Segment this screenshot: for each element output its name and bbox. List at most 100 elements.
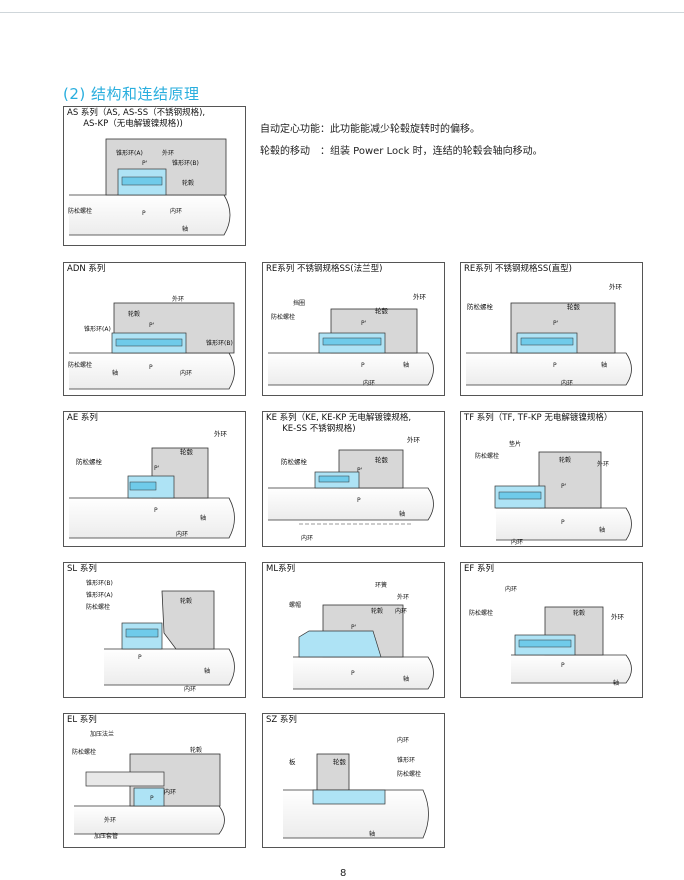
- svg-text:锥形环(A): 锥形环(A): [116, 149, 143, 157]
- svg-text:轮毂: 轮毂: [182, 179, 194, 187]
- svg-text:垫片: 垫片: [509, 440, 521, 448]
- svg-text:内环: 内环: [301, 534, 313, 542]
- svg-text:外环: 外环: [609, 282, 623, 291]
- sl-diagram: P 锥形环(B) 锥形环(A) 防松螺栓 轮毂 轴 内环: [86, 579, 235, 693]
- svg-text:内环: 内环: [561, 379, 573, 387]
- svg-text:P: P: [154, 507, 158, 514]
- svg-text:防松螺栓: 防松螺栓: [469, 609, 493, 617]
- svg-text:防松螺栓: 防松螺栓: [68, 361, 92, 369]
- svg-text:锥形环(B): 锥形环(B): [172, 159, 199, 167]
- svg-text:轮毂: 轮毂: [573, 609, 585, 617]
- svg-text:外环: 外环: [407, 435, 421, 444]
- svg-text:轮毂: 轮毂: [559, 456, 571, 464]
- ae-diagram: P'P 外环 防松螺栓 轮毂 轴 内环: [69, 429, 235, 539]
- page-header-rule: [0, 0, 684, 13]
- svg-text:挡圈: 挡圈: [293, 299, 305, 307]
- svg-text:防松螺栓: 防松螺栓: [72, 748, 96, 756]
- svg-text:轴: 轴: [403, 361, 409, 369]
- panel-ef-series: EF 系列 P 内环 防松螺栓 轮毂 外环 轴: [460, 562, 643, 698]
- svg-text:内环: 内环: [397, 736, 409, 744]
- svg-text:轴: 轴: [613, 679, 619, 687]
- svg-text:P': P': [561, 483, 567, 490]
- svg-text:轮毂: 轮毂: [180, 447, 194, 456]
- svg-text:锥形环(B): 锥形环(B): [206, 339, 233, 347]
- svg-text:锥形环(A): 锥形环(A): [84, 325, 111, 333]
- panel-sl-series: SL 系列 P 锥形环(B) 锥形环(A) 防松螺栓 轮毂 轴 内环: [63, 562, 246, 698]
- svg-text:板: 板: [289, 757, 296, 766]
- svg-text:P': P': [351, 624, 357, 631]
- svg-text:P: P: [357, 497, 361, 504]
- svg-text:内环: 内环: [164, 788, 176, 796]
- panel-title: AS 系列（AS, AS-SS（不锈钢规格), AS-KP（无电解镀镍规格)): [67, 108, 206, 129]
- svg-text:外环: 外环: [172, 295, 184, 303]
- panel-title: SZ 系列: [266, 715, 297, 725]
- svg-text:锥形环(B): 锥形环(B): [86, 579, 113, 587]
- svg-text:轴: 轴: [369, 830, 375, 838]
- panel-title: EL 系列: [67, 715, 97, 725]
- svg-text:P: P: [150, 795, 154, 802]
- svg-text:防松螺栓: 防松螺栓: [271, 313, 295, 321]
- panel-re-flange-series: RE系列 不锈钢规格SS(法兰型) P'P 外环 挡圈 防松螺栓 轮毂 轴 内环: [262, 262, 445, 396]
- svg-text:螺帽: 螺帽: [289, 601, 301, 609]
- svg-text:P': P': [142, 160, 148, 167]
- svg-text:轮毂: 轮毂: [567, 302, 581, 311]
- panel-title: KE 系列（KE, KE-KP 无电解镀镍规格, KE-SS 不锈钢规格): [266, 413, 412, 434]
- svg-text:轴: 轴: [599, 526, 605, 534]
- panel-ml-series: ML系列 P'P 环簧 外环 轮毂 内环 螺帽 轴: [262, 562, 445, 698]
- panel-title: RE系列 不锈钢规格SS(法兰型): [266, 264, 383, 274]
- svg-text:P: P: [142, 210, 146, 217]
- panel-ae-series: AE 系列 P'P 外环 防松螺栓 轮毂 轴 内环: [63, 411, 246, 547]
- svg-text:P': P': [361, 320, 367, 327]
- panel-title: TF 系列（TF, TF-KP 无电解镀镍规格）: [464, 413, 613, 423]
- svg-text:内环: 内环: [180, 369, 192, 377]
- svg-text:P: P: [553, 362, 557, 369]
- intro-auto-centering: 自动定心功能：此功能能减少轮毂旋转时的偏移。: [260, 124, 480, 135]
- svg-text:防松螺栓: 防松螺栓: [86, 603, 110, 611]
- svg-text:内环: 内环: [170, 207, 182, 215]
- panel-el-series: EL 系列 P 加压法兰 防松螺栓 轮毂 内环 外环 加压套管: [63, 713, 246, 848]
- svg-text:内环: 内环: [363, 379, 375, 387]
- panel-sz-series: SZ 系列 内环 板 轮毂 锥形环 防松螺栓 轴: [262, 713, 445, 848]
- svg-text:内环: 内环: [176, 530, 188, 538]
- panel-tf-series: TF 系列（TF, TF-KP 无电解镀镍规格） P'P 垫片 防松螺栓 轮毂 …: [460, 411, 643, 547]
- svg-text:外环: 外环: [104, 816, 116, 824]
- panel-title: EF 系列: [464, 564, 494, 574]
- panel-title: RE系列 不锈钢规格SS(直型): [464, 264, 572, 274]
- panel-re-straight-series: RE系列 不锈钢规格SS(直型) P'P 外环 防松螺栓 轮毂 轴 内环: [460, 262, 643, 396]
- svg-text:轴: 轴: [399, 510, 405, 518]
- svg-text:外环: 外环: [162, 149, 174, 157]
- svg-text:防松螺栓: 防松螺栓: [76, 457, 103, 466]
- svg-text:内环: 内环: [395, 607, 407, 615]
- svg-text:P: P: [561, 662, 565, 669]
- svg-text:外环: 外环: [597, 460, 609, 468]
- panel-title: AE 系列: [67, 413, 98, 423]
- svg-text:加压套管: 加压套管: [94, 832, 118, 840]
- svg-text:轮毂: 轮毂: [190, 746, 202, 754]
- section-title: (2) 结构和连结原理: [63, 85, 200, 103]
- svg-text:轴: 轴: [403, 675, 409, 683]
- svg-text:轴: 轴: [182, 225, 188, 233]
- svg-text:轮毂: 轮毂: [371, 607, 383, 615]
- sz-diagram: 内环 板 轮毂 锥形环 防松螺栓 轴: [283, 736, 429, 839]
- svg-text:轴: 轴: [204, 667, 210, 675]
- adn-diagram: P'P 外环 轮毂 锥形环(A) 锥形环(B) 防松螺栓 轴 内环: [68, 295, 235, 390]
- svg-text:外环: 外环: [397, 593, 409, 601]
- svg-text:内环: 内环: [505, 585, 517, 593]
- panel-adn-series: ADN 系列 P'P 外环 轮毂 锥形环(A) 锥形环(B) 防松螺栓 轴 内环: [63, 262, 246, 396]
- panel-ke-series: KE 系列（KE, KE-KP 无电解镀镍规格, KE-SS 不锈钢规格) P'…: [262, 411, 445, 547]
- svg-text:P': P': [553, 320, 559, 327]
- svg-text:P: P: [138, 654, 142, 661]
- as-diagram: P' P 锥形环(A) 外环 锥形环(B) 轮毂 防松螺栓 内环 轴: [68, 138, 231, 236]
- svg-text:内环: 内环: [184, 685, 196, 693]
- svg-text:外环: 外环: [214, 429, 228, 438]
- svg-text:P: P: [361, 362, 365, 369]
- svg-text:防松螺栓: 防松螺栓: [475, 452, 499, 460]
- svg-text:防松螺栓: 防松螺栓: [68, 207, 92, 215]
- panel-title: ADN 系列: [67, 264, 106, 274]
- svg-text:轮毂: 轮毂: [375, 455, 389, 464]
- re-flange-diagram: P'P 外环 挡圈 防松螺栓 轮毂 轴 内环: [268, 292, 434, 387]
- panel-title: SL 系列: [67, 564, 97, 574]
- ml-diagram: P'P 环簧 外环 轮毂 内环 螺帽 轴: [289, 581, 434, 690]
- svg-text:P': P': [149, 322, 155, 329]
- svg-text:P: P: [351, 670, 355, 677]
